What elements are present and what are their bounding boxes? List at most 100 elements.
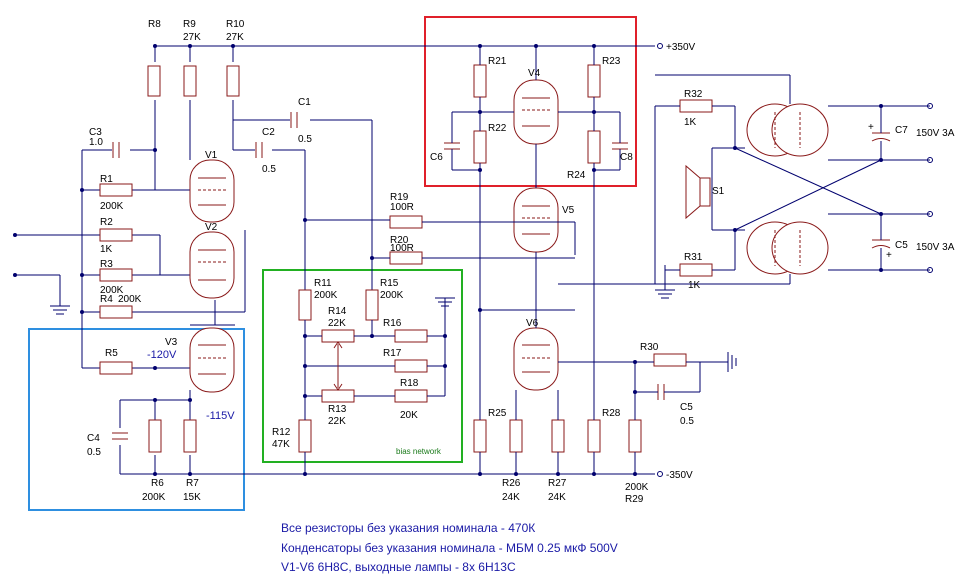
label-r14: R14 xyxy=(328,306,347,317)
value-r27: 24K xyxy=(548,492,566,503)
label-v4: V4 xyxy=(528,68,541,79)
note-line-2: Конденсаторы без указания номинала - МБМ… xyxy=(281,541,618,555)
value-c4: 0.5 xyxy=(87,447,101,458)
value-r20: 100R xyxy=(390,243,414,254)
value-r18: 20K xyxy=(400,410,418,421)
value-r4: 200K xyxy=(118,294,142,305)
label-r30: R30 xyxy=(640,342,659,353)
value-r13: 22K xyxy=(328,416,346,427)
bias-network-box xyxy=(262,269,463,463)
value-r2: 1K xyxy=(100,244,113,255)
ground-icon xyxy=(722,352,737,372)
svg-text:+: + xyxy=(868,122,874,133)
tube-internals xyxy=(198,97,801,375)
value-r1: 200K xyxy=(100,201,124,212)
label-r2: R2 xyxy=(100,217,113,228)
tube-bulbs xyxy=(189,79,829,393)
input-wiring xyxy=(15,46,373,474)
label-c7: C7 xyxy=(895,125,908,136)
plus-rail-label: +350V xyxy=(666,42,696,53)
value-r29: 200K xyxy=(625,482,649,493)
label-c3: C3 xyxy=(89,127,102,138)
label-s1: S1 xyxy=(712,186,725,197)
value-r32: 1K xyxy=(684,117,697,128)
label-r17: R17 xyxy=(383,348,402,359)
label-r16: R16 xyxy=(383,318,402,329)
label-c1: C1 xyxy=(298,97,311,108)
v3-grid-voltage: -120V xyxy=(147,349,177,361)
value-r7: 15K xyxy=(183,492,201,503)
plus-rail: +350V xyxy=(155,42,696,53)
label-r5: R5 xyxy=(105,348,118,359)
label-v5: V5 xyxy=(562,205,575,216)
terminal-dots xyxy=(13,103,933,277)
label-r26: R26 xyxy=(502,478,521,489)
label-r4: R4 xyxy=(100,294,113,305)
minus-rail: -350V xyxy=(120,470,693,481)
label-v1: V1 xyxy=(205,150,218,161)
output-wiring xyxy=(451,46,722,474)
value-r12: 47K xyxy=(272,439,290,450)
label-c4: C4 xyxy=(87,433,100,444)
ground-icon xyxy=(50,300,70,315)
label-r28: R28 xyxy=(602,408,621,419)
value-r6: 200K xyxy=(142,492,166,503)
heater-bottom-label: 150V 3A xyxy=(916,242,955,253)
label-r6: R6 xyxy=(151,478,164,489)
value-r26: 24K xyxy=(502,492,520,503)
label-v3: V3 xyxy=(165,337,178,348)
label-r22: R22 xyxy=(488,123,507,134)
value-c5: 0.5 xyxy=(680,416,694,427)
speaker-wiring xyxy=(575,74,930,290)
note-line-1: Все резисторы без указания номинала - 47… xyxy=(281,521,535,535)
label-r19: R19 xyxy=(390,192,409,203)
label-r15: R15 xyxy=(380,278,399,289)
ground-icon xyxy=(655,289,675,299)
label-r13: R13 xyxy=(328,404,347,415)
value-r9: 27K xyxy=(183,32,201,43)
component-labels: R8 R9 27K R10 27K C3 1.0 R1 200K R2 1K R… xyxy=(87,19,955,505)
input-cathode-box xyxy=(28,328,245,511)
value-r11: 200K xyxy=(314,290,338,301)
note-line-3: V1-V6 6Н8С, выходные лампы - 8х 6Н13С xyxy=(281,560,516,574)
label-r7: R7 xyxy=(186,478,199,489)
heater-top-label: 150V 3A xyxy=(916,128,955,139)
value-c2: 0.5 xyxy=(262,164,276,175)
value-r15: 200K xyxy=(380,290,404,301)
label-c8: C8 xyxy=(620,152,633,163)
output-stage-box xyxy=(424,16,637,187)
minus-rail-label: -350V xyxy=(666,470,693,481)
label-r9: R9 xyxy=(183,19,196,30)
value-c1: 0.5 xyxy=(298,134,312,145)
label-r29: R29 xyxy=(625,494,644,505)
value-r10: 27K xyxy=(226,32,244,43)
label-c2: C2 xyxy=(262,127,275,138)
value-r19: 100R xyxy=(390,202,414,213)
label-v2: V2 xyxy=(205,222,218,233)
label-r1: R1 xyxy=(100,174,113,185)
label-c5-bottom: C5 xyxy=(895,240,908,251)
label-r24: R24 xyxy=(567,170,586,181)
label-r11: R11 xyxy=(314,278,332,289)
speaker-icon xyxy=(685,164,711,220)
ground-icon xyxy=(435,297,455,310)
label-r21: R21 xyxy=(488,56,507,67)
label-r25: R25 xyxy=(488,408,507,419)
voltage-labels: -120V -115V xyxy=(147,349,235,422)
label-r20: R20 xyxy=(390,235,409,246)
value-r14: 22K xyxy=(328,318,346,329)
label-r31: R31 xyxy=(684,252,703,263)
value-r3: 200K xyxy=(100,285,124,296)
label-c6: C6 xyxy=(430,152,443,163)
label-r10: R10 xyxy=(226,19,245,30)
label-r32: R32 xyxy=(684,89,703,100)
notes: Все резисторы без указания номинала - 47… xyxy=(281,521,618,574)
label-r8: R8 xyxy=(148,19,161,30)
value-c3: 1.0 xyxy=(89,137,103,148)
label-r18: R18 xyxy=(400,378,419,389)
svg-text:+: + xyxy=(886,250,892,261)
value-r31: 1K xyxy=(688,280,701,291)
label-r27: R27 xyxy=(548,478,567,489)
label-r23: R23 xyxy=(602,56,621,67)
